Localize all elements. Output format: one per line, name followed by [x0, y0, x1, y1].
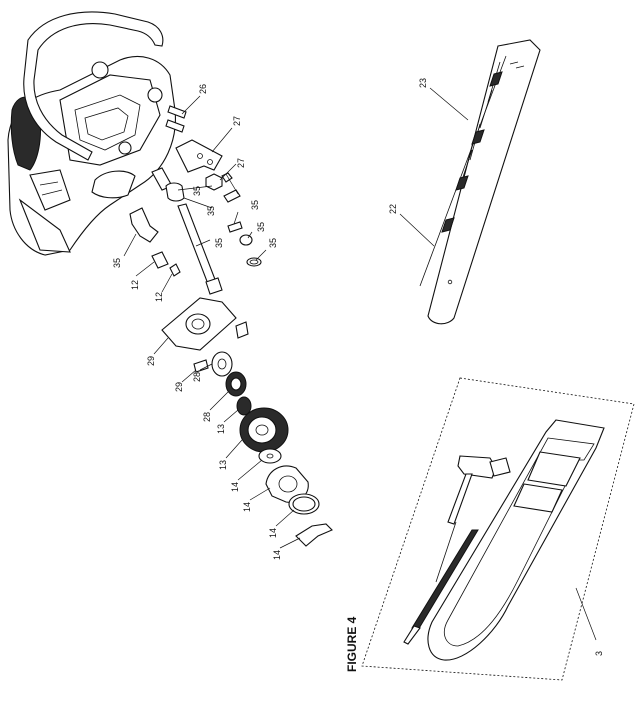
callout-14c: 14 [268, 528, 278, 538]
callout-14b: 14 [242, 502, 252, 512]
part-26-pin [165, 105, 187, 133]
callout-29b: 29 [174, 382, 184, 392]
callout-13a: 13 [216, 424, 226, 434]
part-23-saw-chain [419, 55, 507, 287]
callout-14a: 14 [230, 482, 240, 492]
callout-35a: 35 [192, 186, 202, 196]
part-14-clutch [258, 448, 333, 547]
callout-27b: 27 [236, 158, 246, 168]
callout-23: 23 [418, 78, 428, 88]
callout-35f: 35 [268, 238, 278, 248]
callout-35e: 35 [256, 222, 266, 232]
part-13-drum [239, 407, 289, 453]
callout-22: 22 [388, 204, 398, 214]
figure-title: FIGURE 4 [345, 616, 359, 672]
part-29-plate [161, 297, 249, 373]
callout-labels: 26 27 27 35 35 35 35 35 35 35 12 12 29 2… [112, 78, 604, 672]
callout-35d: 35 [214, 238, 224, 248]
callout-35g: 35 [112, 258, 122, 268]
callout-26: 26 [198, 84, 208, 94]
callout-13b: 13 [218, 460, 228, 470]
callout-28a: 28 [192, 372, 202, 382]
leader-lines [123, 87, 597, 641]
callout-28b: 28 [202, 412, 212, 422]
accessory-kit [361, 377, 635, 681]
callout-12b: 12 [154, 292, 164, 302]
callout-35c: 35 [250, 200, 260, 210]
part-35-oil-pump [129, 167, 262, 295]
part-12-clip [151, 251, 181, 277]
callout-12a: 12 [130, 280, 140, 290]
callout-14d: 14 [272, 550, 282, 560]
callout-27a: 27 [232, 116, 242, 126]
callout-35b: 35 [206, 206, 216, 216]
callout-3: 3 [594, 651, 604, 656]
callout-29a: 29 [146, 356, 156, 366]
part-22-guide-bar [427, 39, 541, 325]
front-handle [23, 11, 164, 161]
part-28-washers [211, 351, 252, 416]
part-27-bracket [175, 139, 241, 203]
